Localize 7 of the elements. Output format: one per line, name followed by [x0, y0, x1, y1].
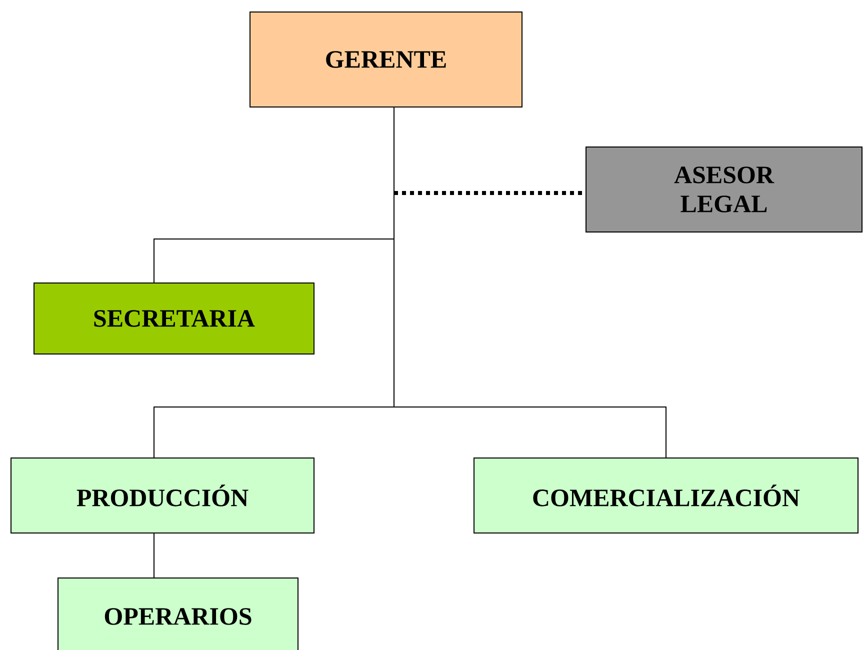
department-box: COMERCIALIZACIÓN [474, 458, 858, 534]
department-box: PRODUCCIÓN [10, 458, 314, 534]
secretary-box: SECRETARIA [34, 282, 314, 354]
manager-box: GERENTE [250, 12, 522, 108]
department-box: OPERARIOS [58, 578, 298, 650]
connector-line [394, 107, 666, 458]
advisor-box: ASESOR LEGAL [586, 146, 862, 232]
